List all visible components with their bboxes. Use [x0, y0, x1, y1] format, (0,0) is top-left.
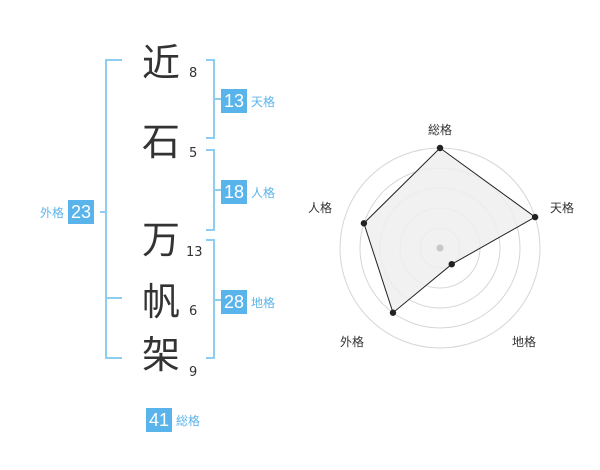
jinkaku-label: 人格: [251, 185, 276, 200]
radar-point-2: [531, 213, 539, 221]
name-char-5: 架: [141, 333, 180, 377]
soukaku-label: 総格: [176, 413, 201, 428]
soukaku-value: 41: [146, 408, 173, 432]
stroke-count-4: 6: [189, 304, 198, 319]
jinkaku-badge: 18 人格: [221, 180, 275, 204]
gaikaku-bracket: [100, 59, 122, 359]
radar-label-soukaku: 総格: [427, 123, 452, 137]
chikaku-bracket: [206, 239, 222, 359]
stroke-count-3: 13: [186, 245, 203, 260]
name-char-1: 近: [141, 41, 180, 85]
radar-label-tenkaku: 天格: [549, 201, 574, 215]
jinkaku-value: 18: [221, 180, 248, 204]
chikaku-badge: 28 地格: [221, 290, 275, 314]
jinkaku-bracket: [206, 149, 222, 231]
radar-score-polygon: [363, 147, 537, 314]
radar-center-point: [436, 244, 444, 252]
name-char-3: 万: [141, 218, 180, 262]
tenkaku-label: 天格: [251, 94, 276, 109]
radar-point-4: [389, 309, 397, 316]
radar-label-jinkaku: 人格: [307, 201, 332, 215]
gaikaku-label: 外格: [40, 205, 65, 220]
soukaku-badge: 41 総格: [146, 408, 200, 432]
gaikaku-badge: 外格 23: [40, 200, 95, 224]
chikaku-value: 28: [221, 290, 248, 314]
stroke-brackets: [100, 59, 222, 359]
radar-label-chikaku: 地格: [511, 335, 536, 349]
chikaku-label: 地格: [251, 295, 276, 310]
radar-label-gaikaku: 外格: [339, 335, 364, 349]
stroke-count-1: 8: [189, 66, 198, 81]
gaikaku-value: 23: [68, 200, 95, 224]
tenkaku-value: 13: [221, 89, 248, 113]
stroke-count-2: 5: [189, 146, 198, 161]
radar-point-1: [436, 144, 444, 152]
tenkaku-bracket: [206, 59, 222, 139]
radar-point-5: [360, 220, 368, 227]
radar-point-3: [448, 260, 455, 268]
name-char-4: 帆: [141, 280, 180, 324]
radar-chart: [339, 144, 541, 349]
tenkaku-badge: 13 天格: [221, 89, 275, 113]
stroke-count-5: 9: [189, 365, 198, 380]
name-char-2: 石: [141, 120, 180, 164]
